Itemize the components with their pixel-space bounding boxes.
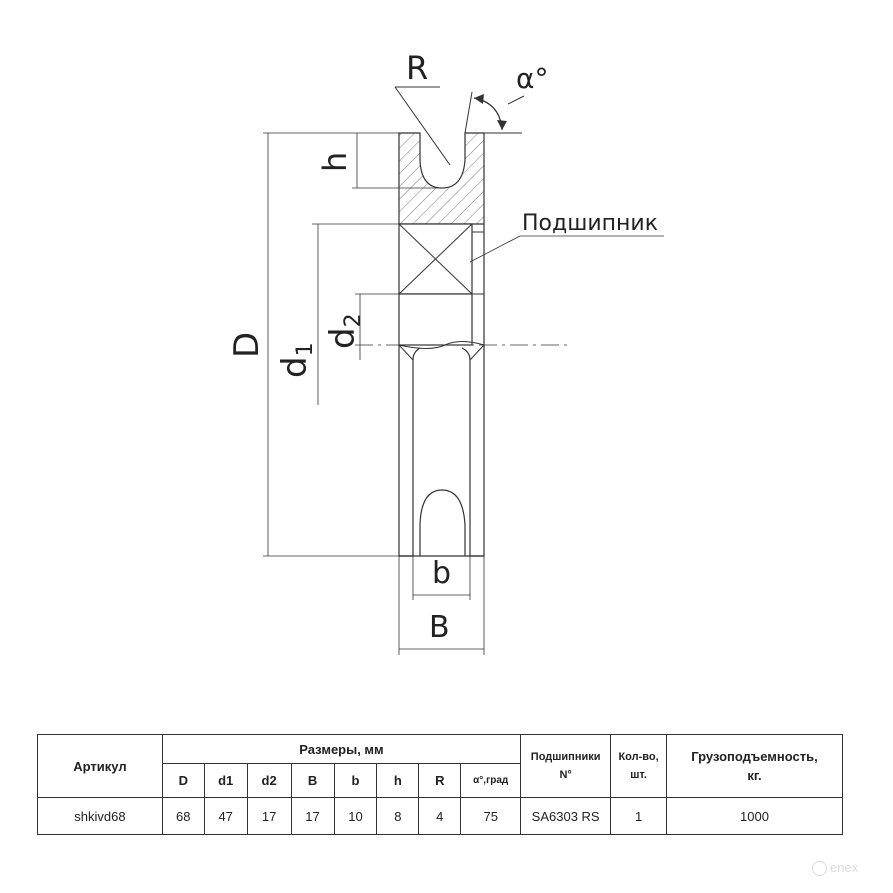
- pulley-section-hatched: [398, 132, 485, 225]
- cell-R: 4: [418, 797, 462, 835]
- col-dimensions: Размеры, мм: [161, 734, 522, 764]
- hub: [398, 293, 473, 346]
- col-b: b: [333, 763, 378, 798]
- cell-d1: 47: [203, 797, 248, 835]
- pulley-drawing: R α° h D d1 d2 Подшипник b B: [227, 49, 664, 655]
- pulley-lower-groove: [419, 489, 466, 556]
- label-d1: d1: [275, 342, 318, 378]
- table-header-row: Артикул Размеры, мм Подшипники N° Кол-во…: [37, 734, 843, 798]
- cell-bearing: SA6303 RS: [520, 797, 612, 835]
- table-subheader-row: D d1 d2 B b h R α°,град: [38, 763, 843, 798]
- label-b: b: [432, 556, 451, 591]
- label-bearing: Подшипник: [522, 211, 658, 236]
- cell-B: 17: [290, 797, 335, 835]
- col-article: Артикул: [37, 734, 163, 798]
- col-alpha: α°,град: [460, 763, 522, 798]
- col-B: B: [290, 763, 335, 798]
- col-d2: d2: [246, 763, 292, 798]
- cell-capacity: 1000: [666, 797, 843, 835]
- col-bearings: Подшипники N°: [520, 734, 612, 798]
- watermark-text: enex: [830, 860, 859, 875]
- label-D: D: [227, 332, 267, 358]
- col-capacity: Грузоподъемность, кг.: [666, 734, 843, 798]
- label-d2: d2: [323, 313, 366, 349]
- label-R: R: [406, 49, 428, 87]
- pulley-lower-body: [398, 345, 485, 557]
- label-alpha: α°: [516, 62, 548, 95]
- col-d1: d1: [203, 763, 248, 798]
- cell-qty: 1: [610, 797, 668, 835]
- col-R: R: [418, 763, 462, 798]
- label-h: h: [316, 152, 354, 172]
- label-B: B: [429, 610, 450, 645]
- spec-table: Артикул Размеры, мм Подшипники N° Кол-во…: [37, 734, 843, 835]
- col-D: D: [161, 763, 205, 798]
- watermark: enex: [812, 860, 859, 877]
- watermark-logo-icon: [812, 861, 827, 877]
- cell-D: 68: [161, 797, 205, 835]
- cell-alpha: 75: [460, 797, 522, 835]
- cell-b: 10: [333, 797, 378, 835]
- cell-d2: 17: [246, 797, 292, 835]
- col-qty: Кол-во, шт.: [610, 734, 668, 798]
- col-h: h: [376, 763, 420, 798]
- cell-h: 8: [376, 797, 420, 835]
- table-row: shkivd68 68 47 17 17 10 8 4 75 SA6303 RS…: [37, 797, 843, 835]
- cell-article: shkivd68: [37, 797, 163, 835]
- axis-break: [398, 341, 485, 349]
